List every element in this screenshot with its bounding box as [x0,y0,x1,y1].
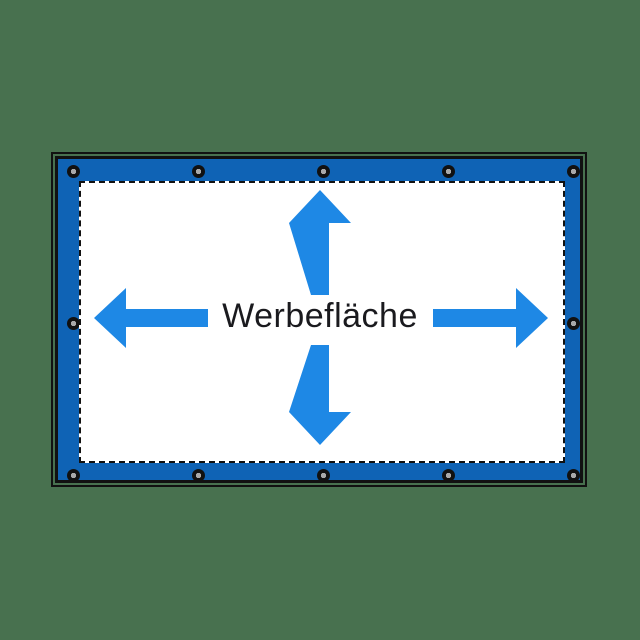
grommet [191,164,205,178]
grommet [316,468,330,482]
grommet [316,164,330,178]
grommet [566,468,580,482]
grommet [566,316,580,330]
grommet [66,316,80,330]
grommet [441,164,455,178]
grommet [66,468,80,482]
grommet [66,164,80,178]
banner-label: Werbefläche [222,297,418,335]
grommet [191,468,205,482]
grommet [441,468,455,482]
grommet [566,164,580,178]
